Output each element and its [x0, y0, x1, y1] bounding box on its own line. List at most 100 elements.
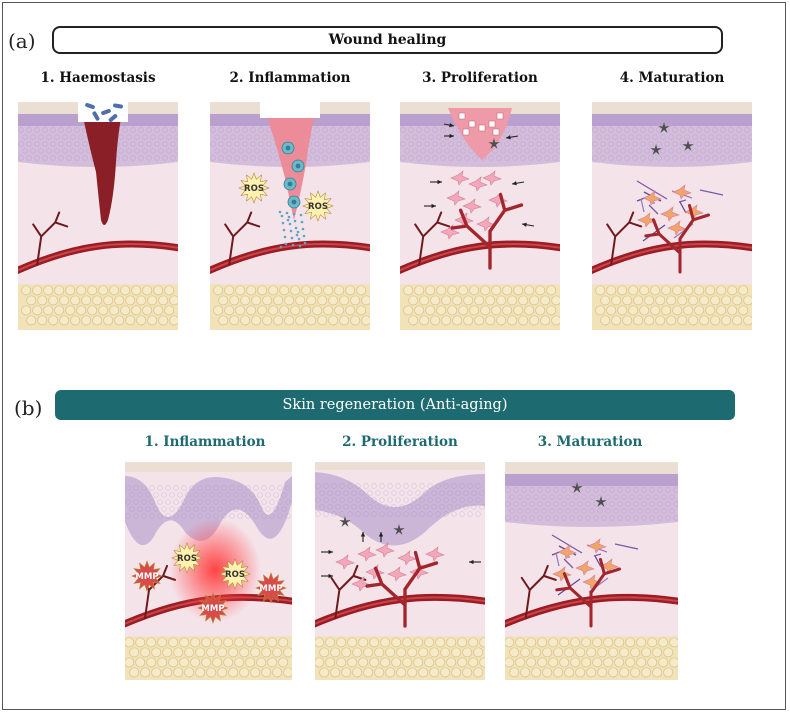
- arrow-head: [437, 179, 442, 185]
- fat-cells: [21, 285, 178, 326]
- panel-proliferation-svg: [400, 102, 560, 330]
- b-ros-1-label: ROS: [177, 554, 197, 564]
- epidermis-layer: [505, 486, 678, 527]
- b-ros-2-burst: [219, 558, 251, 590]
- panel-b-inflammation: ROS ROS MMP MMP MMP: [125, 462, 292, 680]
- mmp-1-label: MMP: [135, 572, 158, 582]
- bacteria: [85, 102, 123, 122]
- arrow-head: [449, 122, 454, 128]
- cytokine-dots: [278, 210, 307, 249]
- panel-label-a: (a): [8, 29, 36, 53]
- epidermis-texture: [505, 487, 678, 521]
- fat-cells: [403, 285, 560, 326]
- granulation-wound: [448, 108, 512, 160]
- panel-maturation: [592, 102, 752, 330]
- arrow-head: [512, 181, 517, 186]
- panel-b-inflammation-svg: ROS ROS MMP MMP MMP: [125, 462, 292, 680]
- fat-cells: [315, 637, 485, 678]
- stellate-cells: [571, 482, 607, 507]
- epidermis-layer: [315, 472, 485, 546]
- capillary-left: [414, 211, 451, 266]
- fat-cells: [213, 285, 370, 326]
- panel-inflammation-svg: ROS ROS: [210, 102, 370, 330]
- fat-cells: [125, 637, 292, 678]
- capillary-left: [32, 211, 69, 266]
- stratum-corneum: [315, 462, 485, 470]
- panel-proliferation: [400, 102, 560, 330]
- immune-cells: [281, 141, 305, 209]
- epidermis-texture: [315, 483, 485, 517]
- stage-title-maturation: 4. Maturation: [619, 70, 725, 86]
- inflamed-wound: [262, 102, 318, 220]
- capillary-left: [224, 211, 261, 266]
- skin-regeneration-banner: Skin regeneration (Anti-aging): [55, 390, 735, 420]
- inflammation-glow: [169, 518, 261, 622]
- blood-vessel-highlight: [18, 242, 178, 272]
- epidermis-texture: [125, 485, 291, 519]
- panel-b-proliferation: [315, 462, 485, 680]
- epidermis-layer: [125, 476, 292, 546]
- stellate-cells: [650, 122, 694, 155]
- arrow-head: [449, 133, 454, 139]
- panel-b-proliferation-svg: [315, 462, 485, 680]
- stage-title-b-proliferation: 2. Proliferation: [342, 434, 458, 450]
- fibroblast-cells: [552, 538, 619, 590]
- ros-2-burst: [302, 190, 334, 222]
- blood-clot: [80, 102, 124, 225]
- stratum-corneum: [125, 462, 292, 472]
- wound-opening: [260, 102, 320, 118]
- epidermis-texture: [592, 127, 752, 161]
- panel-haemostasis: [18, 102, 178, 330]
- stratum-corneum: [505, 462, 678, 474]
- blood-vessel-highlight: [210, 242, 370, 272]
- capillary-sprout: [450, 192, 524, 270]
- mmp-3-burst: [255, 572, 287, 604]
- fibroblast-cells: [637, 184, 704, 236]
- arrow-head: [522, 222, 527, 227]
- mmp-2-burst: [197, 592, 229, 624]
- stage-title-inflammation: 2. Inflammation: [229, 70, 351, 86]
- epidermis-basal: [505, 474, 678, 486]
- stellate-cells: [488, 138, 500, 149]
- mmp-1-burst: [131, 560, 163, 592]
- stage-title-b-maturation: 3. Maturation: [537, 434, 643, 450]
- epidermis-layer: [592, 126, 752, 167]
- capillary-sprout: [644, 203, 711, 274]
- mmp-3-label: MMP: [259, 584, 282, 594]
- ros-1-burst: [238, 172, 270, 204]
- capillary-left: [606, 211, 643, 266]
- stellate-cells: [339, 516, 405, 535]
- panel-maturation-svg: [592, 102, 752, 330]
- capillary-sprout: [365, 550, 439, 628]
- blood-vessel-highlight: [400, 242, 560, 272]
- panel-label-b: (b): [14, 396, 43, 420]
- epidermis-basal: [592, 114, 752, 126]
- fat-cells: [505, 637, 678, 678]
- panel-inflammation: ROS ROS: [210, 102, 370, 330]
- ros-1-label: ROS: [244, 184, 264, 194]
- epithelial-cells: [458, 112, 504, 136]
- wound-healing-banner: Wound healing: [52, 26, 723, 54]
- arrow-head: [378, 532, 384, 537]
- stage-title-proliferation: 3. Proliferation: [422, 70, 538, 86]
- panel-b-maturation-svg: [505, 462, 678, 680]
- arrow-head: [328, 573, 333, 579]
- panel-b-maturation: [505, 462, 678, 680]
- arrow-head: [328, 549, 333, 555]
- mmp-2-label: MMP: [201, 604, 224, 614]
- stage-title-haemostasis: 1. Haemostasis: [40, 70, 156, 86]
- ros-2-label: ROS: [308, 202, 328, 212]
- arrow-head: [469, 559, 474, 565]
- panel-haemostasis-svg: [18, 102, 178, 330]
- arrow-head: [431, 203, 436, 209]
- stage-title-b-inflammation: 1. Inflammation: [144, 434, 266, 450]
- capillary-left: [520, 564, 557, 619]
- b-ros-2-label: ROS: [225, 570, 245, 580]
- fat-cells: [595, 285, 752, 326]
- arrow-head: [506, 135, 511, 140]
- capillary-sprout: [555, 557, 622, 628]
- stratum-corneum: [592, 102, 752, 114]
- b-ros-1-burst: [171, 542, 203, 574]
- arrow-head: [360, 532, 366, 537]
